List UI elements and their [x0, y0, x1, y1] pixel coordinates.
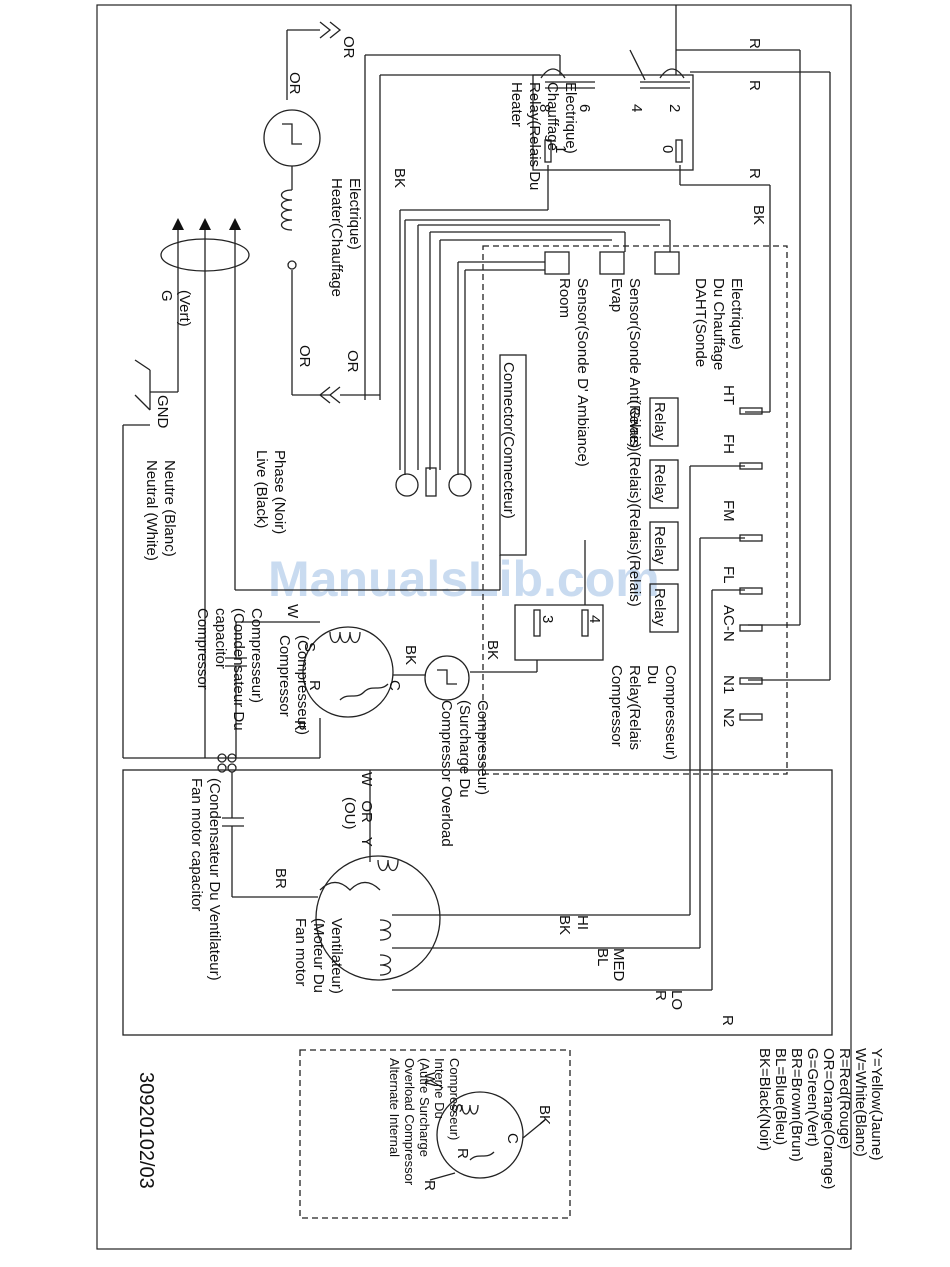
compressor-label: Compressor (Compresseur) [276, 635, 311, 735]
wires [122, 5, 833, 1219]
terminal-fl: FL [720, 566, 737, 584]
alternate-label: Alternate Internal Overload Compressor (… [387, 1058, 462, 1189]
gnd-label: GND [154, 395, 171, 429]
relay-pin-1: 1 [552, 145, 569, 153]
alt-r-label: R [454, 1148, 471, 1159]
relay-label-fl: Relay [651, 588, 668, 627]
ground-label: G (Vert) [158, 290, 193, 327]
comp-capacitor-label: Compressor capacitor (Condensateur Du Co… [194, 608, 265, 735]
alt-c-label: C [504, 1133, 521, 1144]
alt-s-label: S [448, 1103, 465, 1113]
fan-wire-label: W OR Y [358, 772, 375, 847]
alt-w-label: W [421, 1072, 438, 1087]
relay-label-fh: Relay [651, 464, 668, 503]
room-sensor-label: Room Sensor(Sonde D' Ambiance) [556, 278, 591, 467]
speed-med-label: MED [610, 948, 627, 982]
comp-s-label: S [301, 642, 318, 652]
speed-lo-label: LO [668, 990, 685, 1010]
heater-relay-label: Heater Relay(Relais Du Chauffage Electri… [508, 82, 579, 195]
or-label-top: OR [340, 36, 357, 59]
speed-hi-color: BK [556, 915, 573, 935]
comp-c-label: C [386, 680, 403, 691]
arrows [172, 218, 241, 230]
comp-w-label: W [284, 604, 301, 619]
br-label: BR [272, 868, 289, 889]
bk-label-1: BK [750, 205, 767, 225]
watermark: ManualsLib.com [268, 551, 660, 607]
terminal-fh: FH [720, 434, 737, 454]
alt-r-label-2: R [421, 1180, 438, 1191]
overload-label: Compressor Overload (Surcharge Du Compre… [438, 700, 491, 851]
color-legend: BK=Black(Noir) BL=Blue(Bleu) BR=Brown(Br… [756, 1048, 885, 1194]
heater-label: Heater(Chauffage Electrique) [328, 178, 363, 301]
relay-pin-8: 8 [536, 104, 553, 112]
comp-relay-pin-3: 3 [539, 615, 556, 623]
r-label-1: R [746, 38, 763, 49]
bk-label-3: BK [484, 640, 501, 660]
comp-relay-pin-4: 4 [586, 615, 603, 623]
terminal-n1: N1 [720, 675, 737, 694]
labels: OR OR OR OR R R R BK BK R Heater Relay(R… [135, 36, 885, 1194]
terminal-ht: HT [720, 385, 737, 405]
or-label-bottom: OR [344, 350, 361, 373]
relay-label-ht: Relay [651, 402, 668, 441]
neutral-label: Neutral (White) Neutre (Blanc) [143, 460, 178, 565]
bk-label-4: BK [402, 645, 419, 665]
terminal-fm: FM [720, 500, 737, 522]
r-label-4: R [719, 1015, 736, 1026]
comp-r-label-2: R [291, 720, 308, 731]
terminal-ac-n: AC-N [720, 605, 737, 642]
relais-label: (Relais)(Relais)(Relais)(Relais) [626, 400, 643, 607]
comp-relay-label: Compressor Relay(Relais Du Compresseur) [608, 665, 679, 760]
evap-sensor-label: Evap Sensor(Sonde Anti Givre) [608, 278, 643, 448]
r-label-3: R [746, 168, 763, 179]
relay-pin-6: 6 [576, 104, 593, 112]
daht-sensor-label: DAHT(Sonde Du Chauffage Electrique) [692, 278, 745, 374]
document-number: 30920102/03 [135, 1072, 157, 1189]
relay-pin-2: 2 [666, 104, 683, 112]
fan-motor-label: Fan motor (Moteur Du Ventilateur) [292, 918, 345, 997]
speed-med-color: BL [594, 948, 611, 966]
relay-pin-0: 0 [659, 145, 676, 153]
or-label-heater-top: OR [286, 72, 303, 95]
live-label: Live (Black) Phase (Noir) [253, 450, 288, 534]
alt-bk-label: BK [536, 1105, 553, 1125]
ou-label: (OU) [341, 797, 358, 830]
relay-pin-4: 4 [628, 104, 645, 112]
page-border [96, 4, 852, 1250]
relay-label-fm: Relay [651, 526, 668, 565]
terminal-n2: N2 [720, 708, 737, 727]
comp-r-label: R [306, 680, 323, 691]
bk-label-2: BK [391, 168, 408, 188]
speed-hi-label: HI [574, 915, 591, 930]
or-label-heater-bottom: OR [296, 345, 313, 368]
connector-label: Connector(Connecteur) [500, 362, 517, 519]
r-label-2: R [746, 80, 763, 91]
fan-capacitor-label: Fan motor capacitor (Condensateur Du Ven… [188, 778, 223, 981]
speed-lo-color: R [652, 990, 669, 1001]
